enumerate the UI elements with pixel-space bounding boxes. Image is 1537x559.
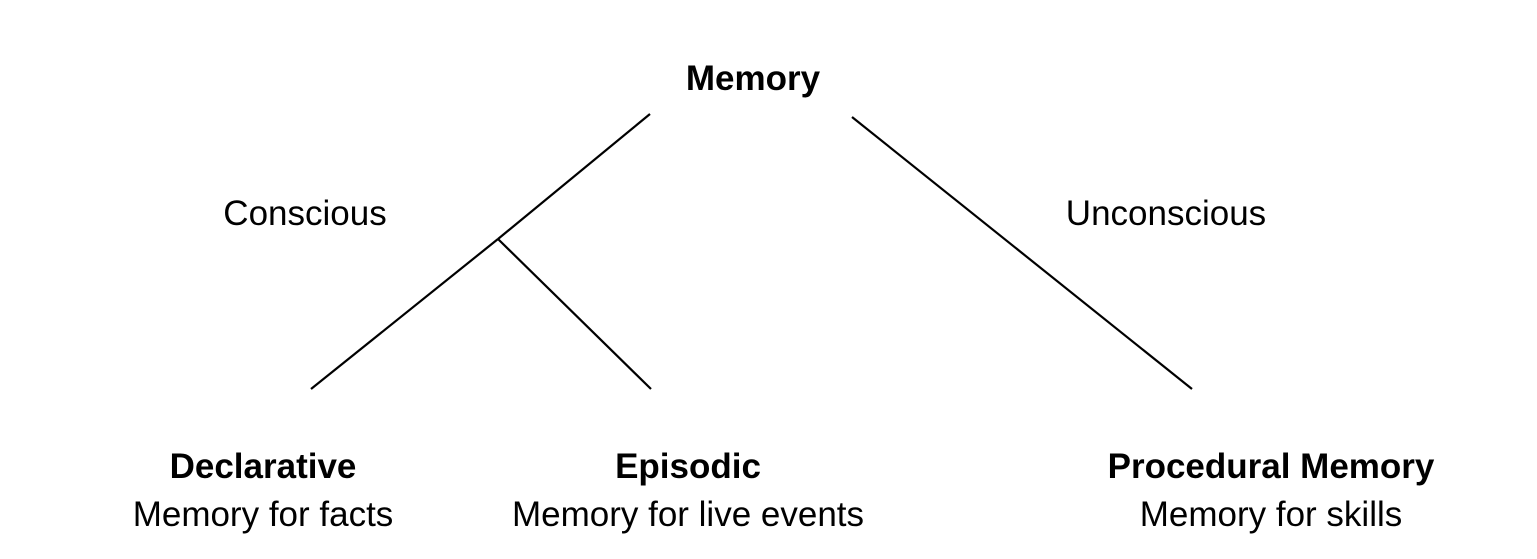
- leaf-declarative-title: Declarative: [169, 447, 357, 486]
- leaf-episodic-title: Episodic: [615, 447, 761, 486]
- connector-split-to-declarative: [310, 238, 499, 390]
- leaf-declarative-subtitle: Memory for facts: [132, 495, 394, 534]
- connector-split-to-episodic: [497, 238, 652, 390]
- branch-label-conscious: Conscious: [223, 194, 387, 233]
- connector-memory-to-conscious-split: [497, 113, 651, 240]
- root-node-title: Memory: [685, 59, 821, 98]
- branch-label-unconscious: Unconscious: [1065, 194, 1267, 233]
- leaf-episodic-subtitle: Memory for live events: [511, 495, 865, 534]
- leaf-procedural-subtitle: Memory for skills: [1139, 495, 1403, 534]
- leaf-procedural-title: Procedural Memory: [1107, 447, 1435, 486]
- connector-memory-to-procedural: [851, 116, 1193, 390]
